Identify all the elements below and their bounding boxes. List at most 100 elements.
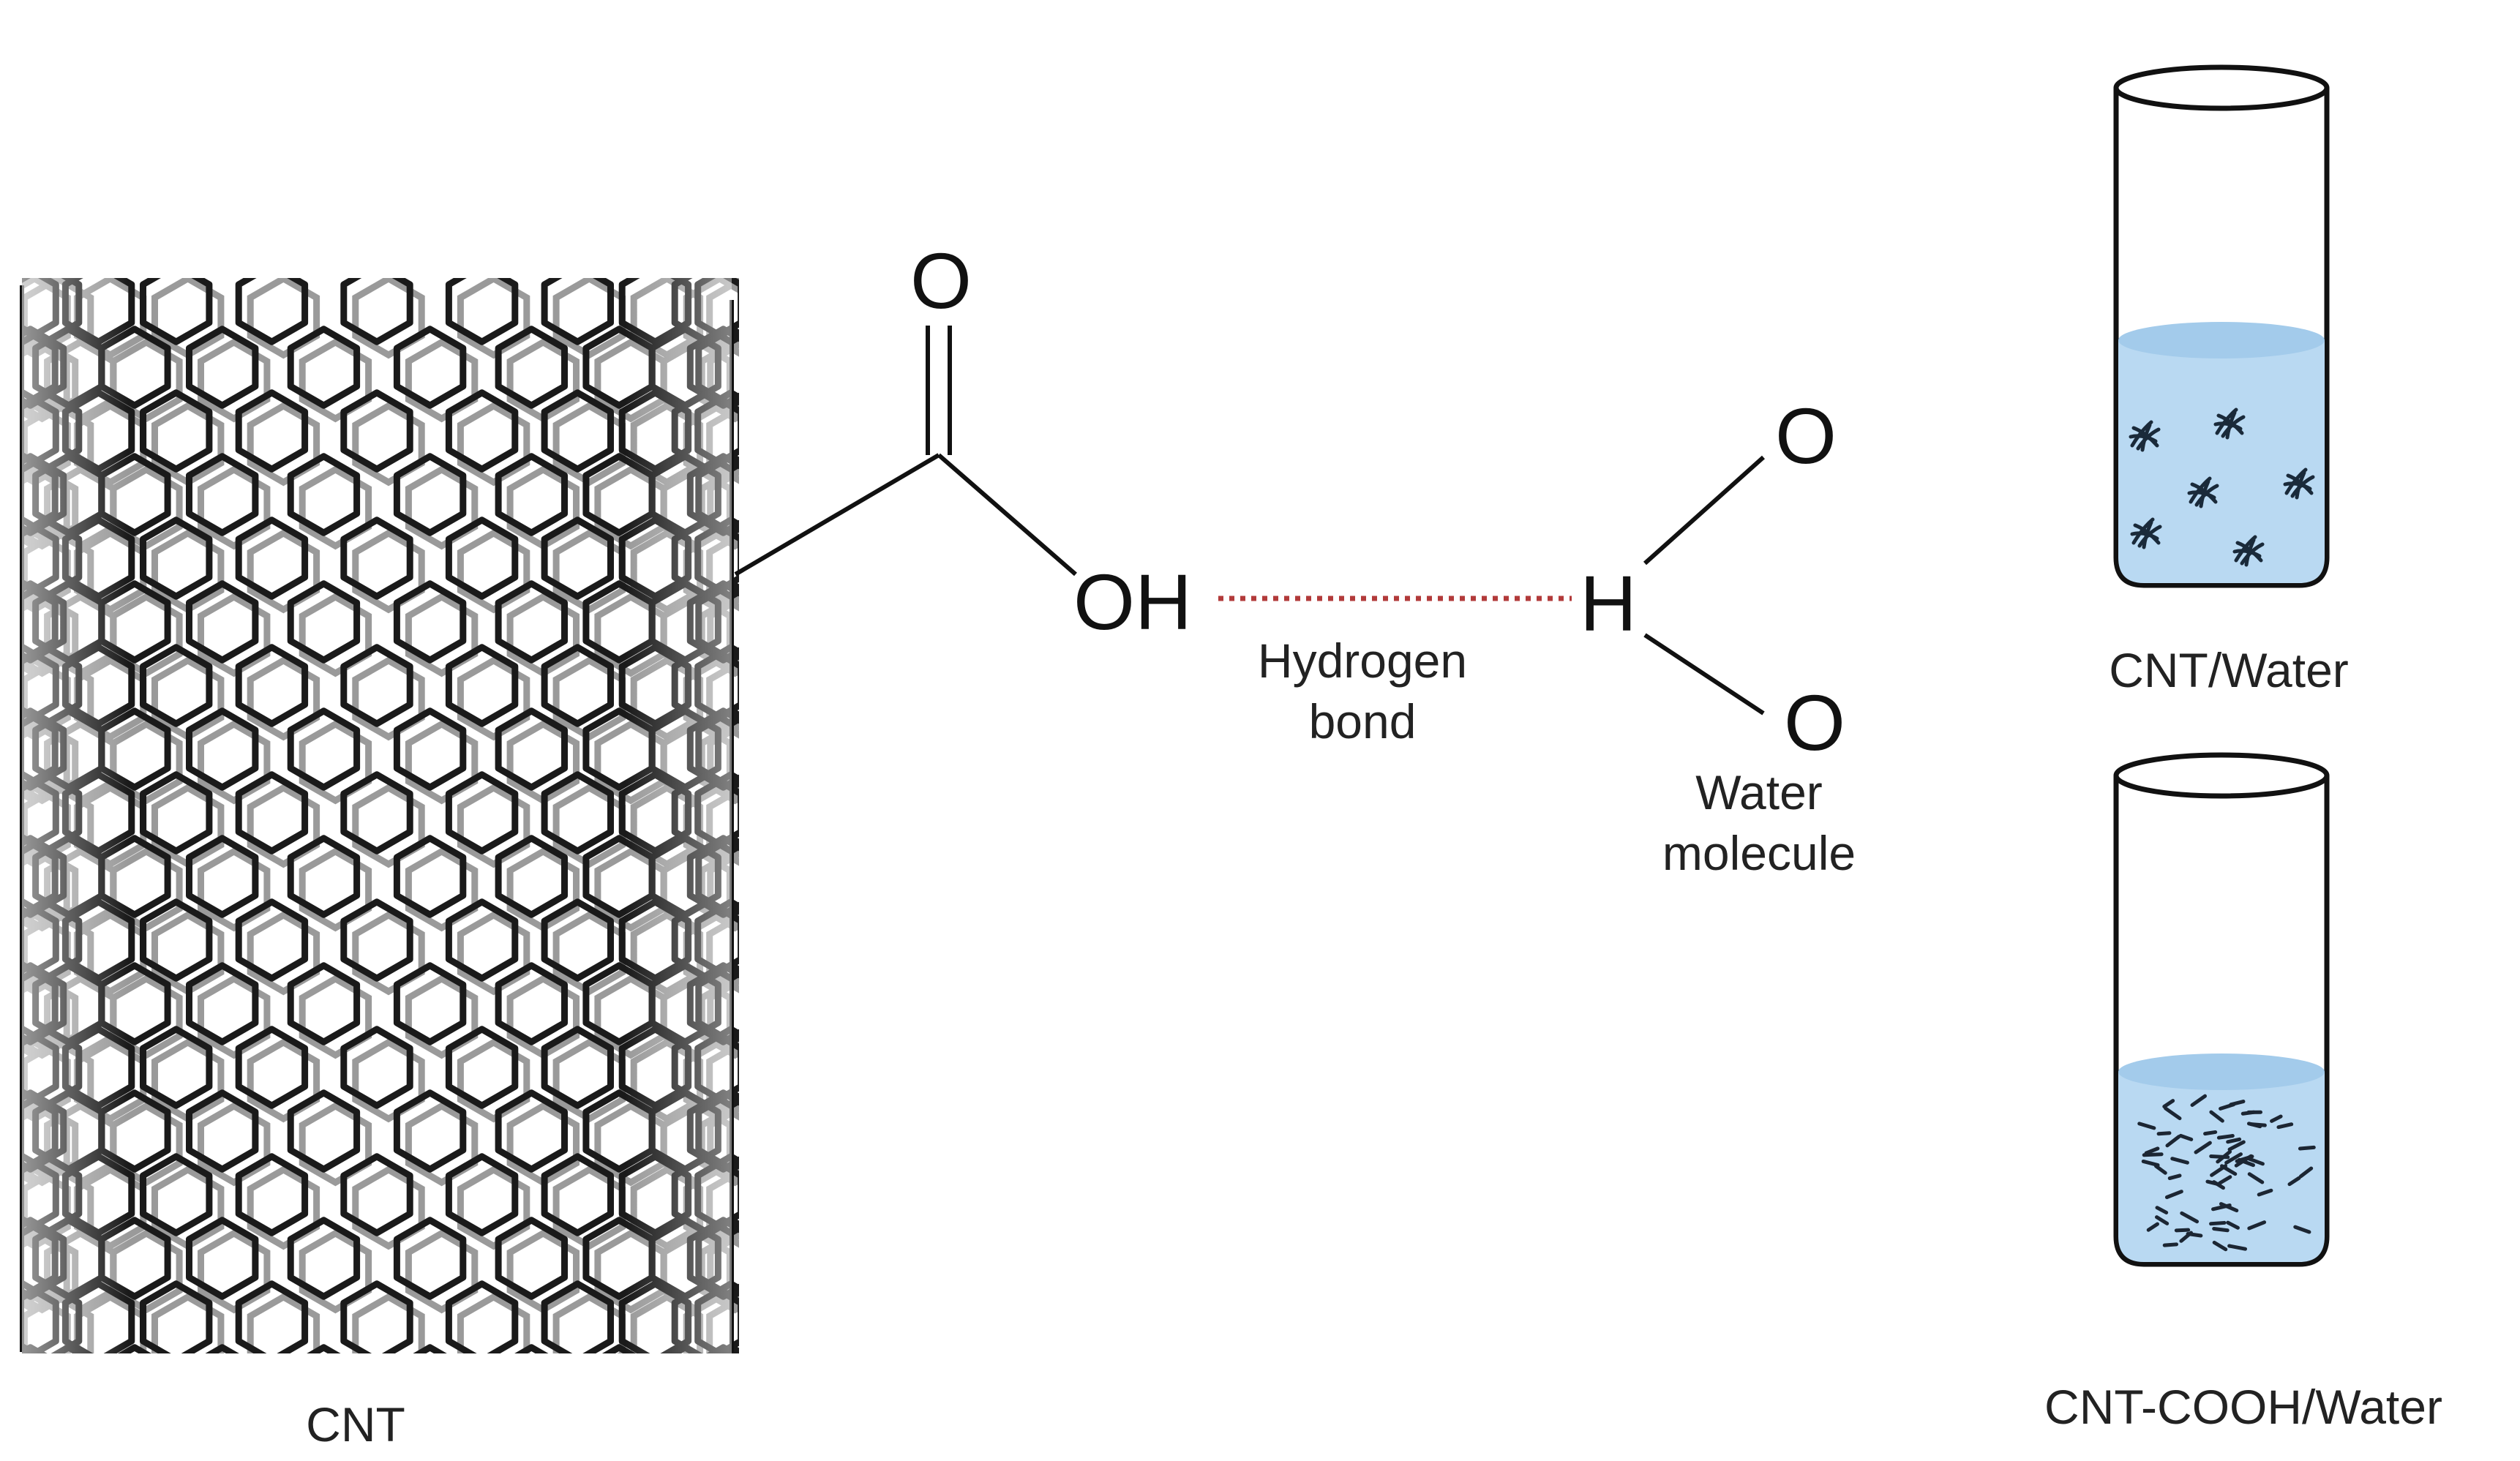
- cnt-fragment: [2287, 1176, 2301, 1187]
- lattice-ring-back: [702, 1361, 768, 1437]
- cluster-strand: [2244, 538, 2256, 567]
- lattice-ring: [601, 1344, 637, 1353]
- cnt-cluster: [2213, 407, 2246, 440]
- cnt-fragment: [2209, 1154, 2230, 1160]
- cnt-fragment: [2240, 1110, 2256, 1116]
- cnt-fragment: [2162, 1242, 2178, 1247]
- water-surface: [2118, 322, 2325, 358]
- tube-label-cnt-water: CNT/Water: [2109, 643, 2349, 697]
- cnt-fragment: [2167, 1173, 2182, 1181]
- cnt-fragment: [2141, 1159, 2160, 1168]
- cnt-fragment: [2203, 1130, 2218, 1136]
- cnt-fragment: [2218, 1175, 2232, 1185]
- cnt-cluster: [2129, 420, 2161, 452]
- cnt-cluster: [2130, 517, 2162, 549]
- water-volume: [2118, 340, 2325, 583]
- cnt-fragment: [2293, 1225, 2311, 1234]
- hydrogen-bond-label: Hydrogen bond: [1258, 631, 1467, 751]
- cnt-cluster: [2187, 476, 2219, 508]
- cnt-fragment: [2212, 1240, 2228, 1252]
- lattice-ring: [668, 1344, 702, 1353]
- water-hydrogen-symbol: H: [1580, 559, 1637, 647]
- cnt-fragment: [2226, 1137, 2242, 1144]
- cnt-fragment: [2194, 1141, 2212, 1154]
- lattice-ring-back: [113, 1361, 179, 1437]
- cnt-fragment: [2190, 1094, 2208, 1107]
- cnt-fragment: [2220, 1164, 2238, 1176]
- test-tube-cnt-water: [2113, 64, 2330, 588]
- nanotube-shading: [22, 278, 732, 1353]
- cnt-fragment: [2298, 1145, 2316, 1151]
- water-molecule-label: Water molecule: [1662, 762, 1856, 883]
- cnt-fragment: [2156, 1131, 2172, 1136]
- cnt-fragment: [2246, 1156, 2265, 1166]
- cluster-strand: [2295, 470, 2306, 500]
- cnt-fragment: [2247, 1220, 2267, 1231]
- carbon-nanotube: [1, 278, 776, 1437]
- carboxyl-bonds: [734, 326, 1077, 576]
- cnt-clusters: [2129, 407, 2315, 567]
- lattice-ring: [117, 1344, 152, 1353]
- cnt-fragment: [2270, 1114, 2283, 1123]
- cnt-fragment: [2137, 1122, 2156, 1130]
- cnt-cluster: [2232, 535, 2265, 567]
- cnt-fragment: [2257, 1188, 2273, 1197]
- cnt-cluster: [2283, 467, 2315, 500]
- cnt-fragment: [2219, 1103, 2236, 1111]
- lattice-ring: [51, 1344, 86, 1353]
- lattice-ring: [706, 1344, 739, 1353]
- cnt-fragment: [2224, 1152, 2243, 1165]
- cnt-fragment: [2142, 1152, 2164, 1157]
- water-bonds: [1643, 455, 1766, 716]
- cnt-fragment: [2226, 1220, 2240, 1230]
- lattice-ring-back: [1, 1361, 67, 1437]
- cnt-fragment: [2186, 1232, 2203, 1238]
- lattice-ring-back: [710, 1361, 776, 1437]
- lattice-ring: [714, 1344, 739, 1353]
- cnt-fragment: [2227, 1244, 2248, 1251]
- water-surface: [2118, 1054, 2325, 1090]
- cnt-fragment: [2227, 1140, 2246, 1152]
- dispersed-cnt-fragments: [2137, 1094, 2316, 1252]
- cnt-fragment: [2212, 1226, 2230, 1233]
- cnt-fragment: [2154, 1215, 2170, 1225]
- cnt-fragment: [2216, 1134, 2235, 1140]
- lattice-ring: [413, 1344, 447, 1353]
- lattice-ring-back: [48, 1361, 113, 1437]
- cnt-fragment: [2219, 1202, 2239, 1213]
- cluster-strand: [2286, 473, 2314, 495]
- cnt-fragment: [2146, 1222, 2159, 1232]
- cnt-carbon-bond: [734, 453, 940, 576]
- water-oxygen-bottom-symbol: O: [1783, 678, 1846, 767]
- carbon-hydroxyl-bond: [937, 453, 1077, 576]
- lattice-ring-back: [598, 1361, 664, 1437]
- water-bond-bottom: [1643, 633, 1765, 716]
- water-bond-top: [1643, 455, 1766, 566]
- cnt-fragment: [2170, 1157, 2189, 1165]
- lattice-ring-back: [510, 1361, 576, 1437]
- water-oxygen-top-symbol: O: [1774, 391, 1837, 480]
- cnt-fragment: [2209, 1220, 2227, 1226]
- cluster-strand: [2225, 410, 2237, 440]
- cnt-fragment: [2144, 1146, 2160, 1155]
- cluster-strand: [2235, 541, 2263, 563]
- cnt-fragment: [2247, 1172, 2265, 1184]
- cnt-fragment: [2209, 1110, 2224, 1123]
- lattice-ring-back: [9, 1361, 75, 1437]
- cnt-fragment: [2153, 1164, 2167, 1175]
- cluster-strand: [2190, 482, 2218, 504]
- cnt-fragment: [2162, 1099, 2175, 1108]
- cluster-strand: [2131, 426, 2159, 448]
- lattice-ring: [205, 1344, 239, 1353]
- cnt-label: CNT: [306, 1397, 405, 1451]
- water-molecule-label-line2: molecule: [1662, 825, 1856, 880]
- lattice-ring-back: [201, 1361, 267, 1437]
- lattice-ring: [22, 1344, 40, 1353]
- cnt-fragment: [2155, 1206, 2169, 1214]
- cnt-fragment: [2212, 1180, 2225, 1190]
- cluster-strand: [2216, 413, 2244, 435]
- water-molecule-label-line1: Water: [1695, 765, 1823, 819]
- carbonyl-oxygen-symbol: O: [910, 236, 972, 325]
